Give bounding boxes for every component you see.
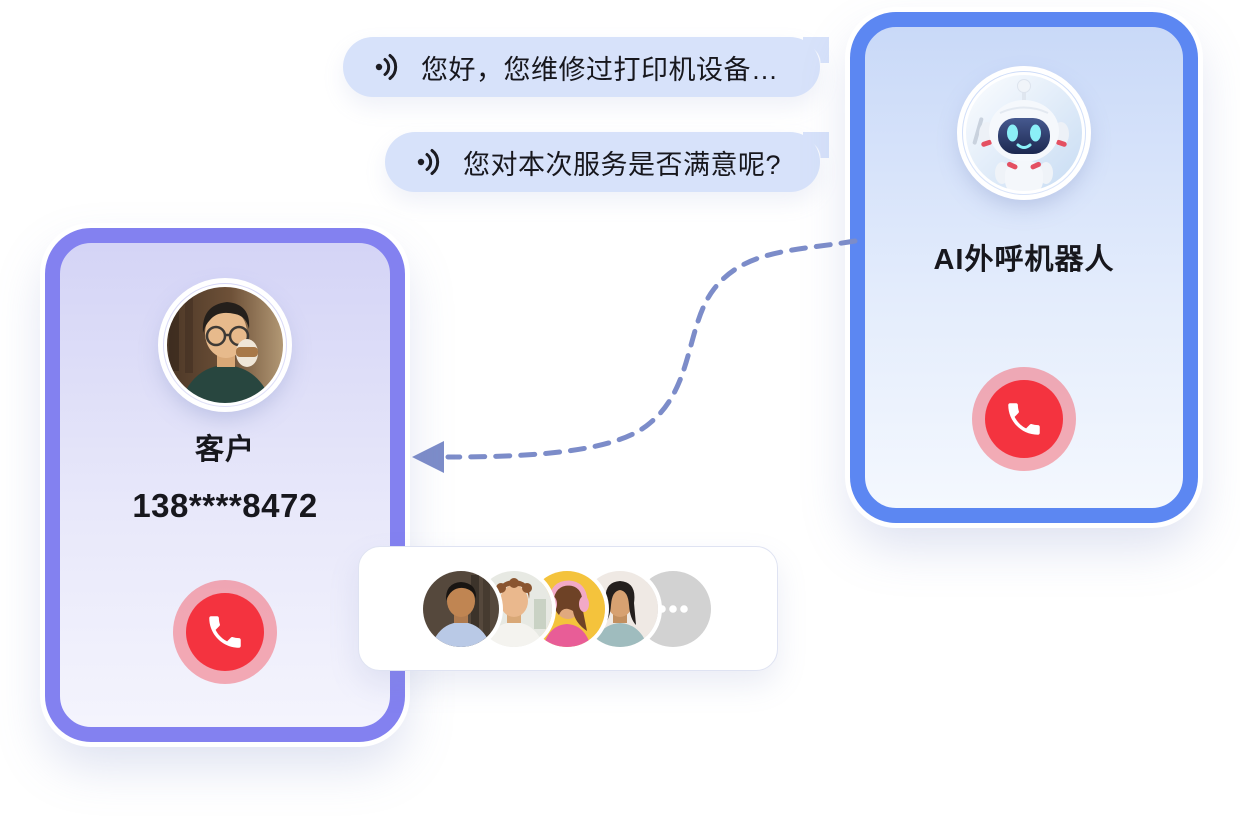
phone-icon [209,616,241,648]
customer-avatar [163,283,287,407]
phone-icon [1008,403,1040,435]
call-button-circle [985,380,1063,458]
customer-card-title: 客户 [194,434,255,466]
arrowhead [412,441,444,473]
call-button-circle [186,593,264,671]
robot-card: AI外呼机器人 [850,12,1198,523]
participant-avatar-man-blue-shirt [423,570,499,647]
robot-card-title: AI外呼机器人 [933,244,1115,276]
chat-bubble-1: 您好，您维修过打印机设备… [343,37,829,97]
sound-wave-icon [375,54,398,80]
chat-message-text: 您好，您维修过打印机设备… [421,54,779,85]
robot-avatar [962,71,1086,195]
customer-phone-number: 138****8472 [132,487,318,524]
sound-wave-icon [417,149,440,175]
chat-message-text: 您对本次服务是否满意呢? [463,149,782,180]
participants-strip [358,546,778,671]
robot-call-button[interactable] [972,367,1076,471]
customer-card: 客户 138****8472 [45,228,405,742]
chat-bubble-2: 您对本次服务是否满意呢? [385,132,829,192]
dashed-connector-arrow [412,238,858,473]
customer-call-button[interactable] [173,580,277,684]
